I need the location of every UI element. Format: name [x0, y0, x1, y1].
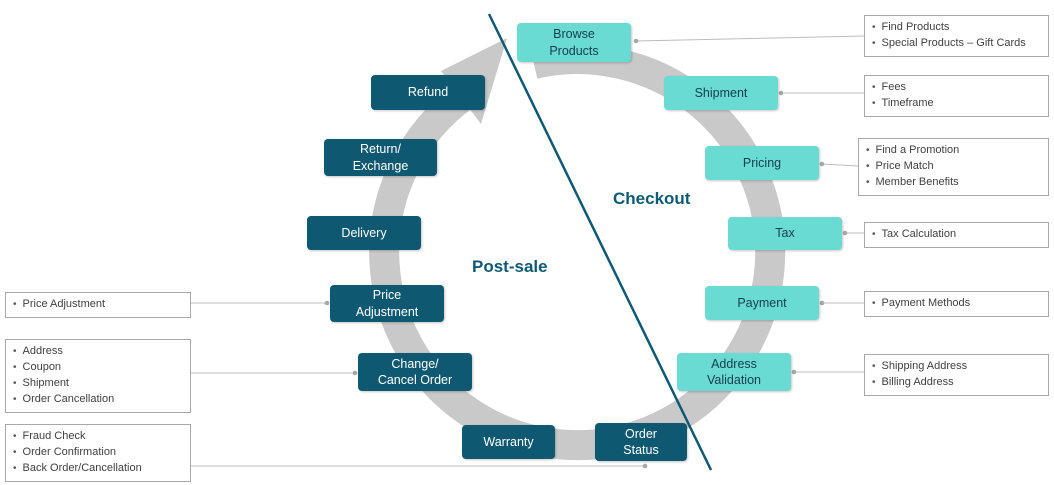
connector-dot: [842, 230, 848, 236]
bullet-icon: •: [872, 361, 876, 372]
node-address-validation: Address Validation: [677, 353, 791, 391]
bullet-icon: •: [866, 177, 870, 188]
node-change-cancel-order: Change/ Cancel Order: [358, 353, 472, 391]
note-text: Tax Calculation: [881, 228, 957, 240]
note-text: Price Adjustment: [22, 298, 106, 310]
note-text: Billing Address: [881, 376, 954, 388]
node-browse-products: Browse Products: [517, 23, 631, 62]
bullet-icon: •: [866, 161, 870, 172]
note-text: Back Order/Cancellation: [22, 462, 142, 474]
note-text: Timeframe: [881, 97, 934, 109]
connector-dot: [642, 463, 648, 469]
note-text: Address: [22, 345, 63, 357]
node-shipment: Shipment: [664, 76, 778, 110]
node-price-adjustment: Price Adjustment: [330, 285, 444, 322]
bullet-icon: •: [13, 346, 17, 357]
note-item: • Payment Methods: [872, 296, 1041, 312]
note-text: Order Cancellation: [22, 393, 115, 405]
note-tax: • Tax Calculation: [864, 222, 1049, 248]
connector-pricing: [821, 163, 859, 167]
note-item: • Billing Address: [872, 375, 1041, 391]
note-price-adjustment: • Price Adjustment: [5, 292, 191, 318]
connector-dot: [778, 90, 784, 96]
phase-divider-line: [487, 13, 713, 471]
note-text: Find a Promotion: [875, 144, 960, 156]
note-item: • Order Confirmation: [13, 445, 183, 461]
note-item: • Find Products: [872, 20, 1041, 36]
connector-browse-products: [635, 35, 865, 42]
note-change-cancel-order: • Address • Coupon • Shipment • Order Cancel…: [5, 339, 191, 413]
bullet-icon: •: [872, 82, 876, 93]
note-item: • Find a Promotion: [866, 143, 1041, 159]
note-text: Fees: [881, 81, 906, 93]
bullet-icon: •: [872, 229, 876, 240]
bullet-icon: •: [872, 98, 876, 109]
note-text: Shipping Address: [881, 360, 968, 372]
note-text: Payment Methods: [881, 297, 971, 309]
bullet-icon: •: [872, 377, 876, 388]
note-item: • Special Products – Gift Cards: [872, 36, 1041, 52]
bullet-icon: •: [866, 145, 870, 156]
note-item: • Fees: [872, 80, 1041, 96]
note-text: Coupon: [22, 361, 62, 373]
connector-dot: [352, 370, 358, 376]
bullet-icon: •: [13, 447, 17, 458]
node-order-status: Order Status: [595, 423, 687, 461]
connector-dot: [633, 38, 639, 44]
bullet-icon: •: [872, 38, 876, 49]
node-warranty: Warranty: [462, 425, 555, 459]
note-item: • Shipment: [13, 376, 183, 392]
note-shipment: • Fees • Timeframe: [864, 75, 1049, 117]
note-item: • Price Match: [866, 159, 1041, 175]
note-text: Shipment: [22, 377, 69, 389]
note-address-validation: • Shipping Address • Billing Address: [864, 354, 1049, 396]
node-delivery: Delivery: [307, 216, 421, 250]
node-return-exchange: Return/ Exchange: [324, 139, 437, 176]
bullet-icon: •: [872, 22, 876, 33]
note-browse-products: • Find Products • Special Products – Gift …: [864, 15, 1049, 57]
note-order-status: • Fraud Check • Order Confirmation • Back O…: [5, 424, 191, 482]
note-pricing: • Find a Promotion • Price Match • Member B…: [858, 138, 1049, 196]
phase-label-checkout: Checkout: [613, 189, 691, 208]
bullet-icon: •: [872, 298, 876, 309]
note-item: • Back Order/Cancellation: [13, 461, 183, 477]
note-item: • Order Cancellation: [13, 392, 183, 408]
note-payment: • Payment Methods: [864, 291, 1049, 317]
note-item: • Price Adjustment: [13, 297, 183, 313]
note-text: Member Benefits: [875, 176, 959, 188]
note-text: Special Products – Gift Cards: [881, 37, 1026, 49]
bullet-icon: •: [13, 299, 17, 310]
note-item: • Shipping Address: [872, 359, 1041, 375]
bullet-icon: •: [13, 362, 17, 373]
connector-dot: [324, 300, 330, 306]
connector-dot: [819, 161, 825, 167]
node-refund: Refund: [371, 75, 485, 110]
node-pricing: Pricing: [705, 146, 819, 180]
note-text: Fraud Check: [22, 430, 86, 442]
phase-label-postsale: Post-sale: [472, 257, 548, 276]
node-tax: Tax: [728, 217, 842, 250]
note-text: Order Confirmation: [22, 446, 117, 458]
bullet-icon: •: [13, 394, 17, 405]
note-item: • Tax Calculation: [872, 227, 1041, 243]
connector-dot: [791, 369, 797, 375]
connector-dot: [819, 300, 825, 306]
note-item: • Member Benefits: [866, 175, 1041, 191]
bullet-icon: •: [13, 378, 17, 389]
bullet-icon: •: [13, 463, 17, 474]
note-item: • Address: [13, 344, 183, 360]
bullet-icon: •: [13, 431, 17, 442]
note-text: Price Match: [875, 160, 934, 172]
node-payment: Payment: [705, 286, 819, 320]
note-text: Find Products: [881, 21, 950, 33]
note-item: • Timeframe: [872, 96, 1041, 112]
connector-lines: [191, 35, 865, 469]
note-item: • Fraud Check: [13, 429, 183, 445]
note-item: • Coupon: [13, 360, 183, 376]
